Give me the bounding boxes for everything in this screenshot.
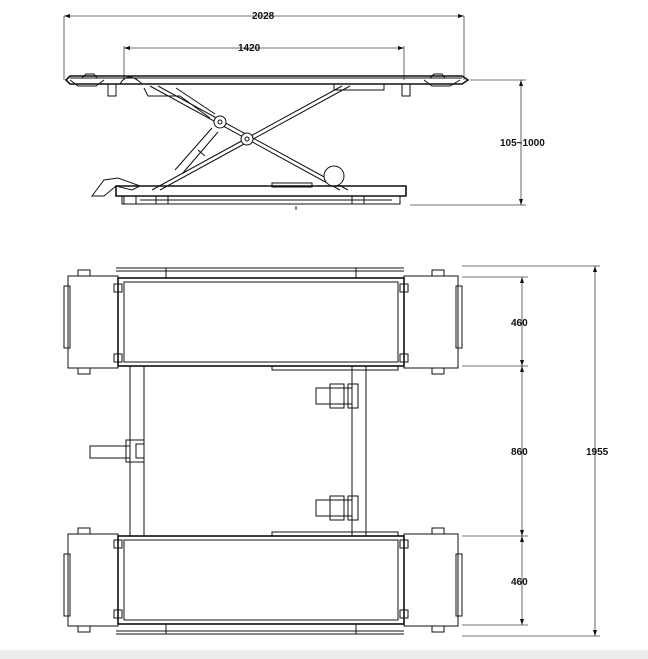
dimension-platform-width-label: 1420 xyxy=(238,43,261,54)
dimension-platform-width: 1420 xyxy=(123,43,405,80)
dimension-overall-length: 1955 xyxy=(462,265,609,637)
dimension-bottom-width-label: 460 xyxy=(511,577,528,588)
dimension-height-range-label: 105~1000 xyxy=(500,138,545,149)
bottom-strip xyxy=(0,650,648,659)
cross-frame xyxy=(89,366,367,536)
side-elevation-view: 2028 1420 105~1000 xyxy=(63,11,545,210)
plan-view: 1955 460 860 460 xyxy=(63,265,609,637)
top-platform xyxy=(64,73,470,97)
dimension-overall-width-label: 2028 xyxy=(252,11,275,22)
base-frame xyxy=(91,177,407,210)
bottom-runway xyxy=(63,527,463,635)
scissor-arms xyxy=(143,85,351,191)
dimension-top-width-label: 460 xyxy=(511,318,528,329)
dimension-overall-length-label: 1955 xyxy=(586,447,609,458)
top-runway xyxy=(63,267,463,375)
dimension-segments: 460 860 460 xyxy=(462,276,528,626)
dimension-middle-gap-label: 860 xyxy=(511,447,528,458)
dimension-overall-width: 2028 xyxy=(63,11,465,80)
dimension-height-range: 105~1000 xyxy=(410,79,545,206)
